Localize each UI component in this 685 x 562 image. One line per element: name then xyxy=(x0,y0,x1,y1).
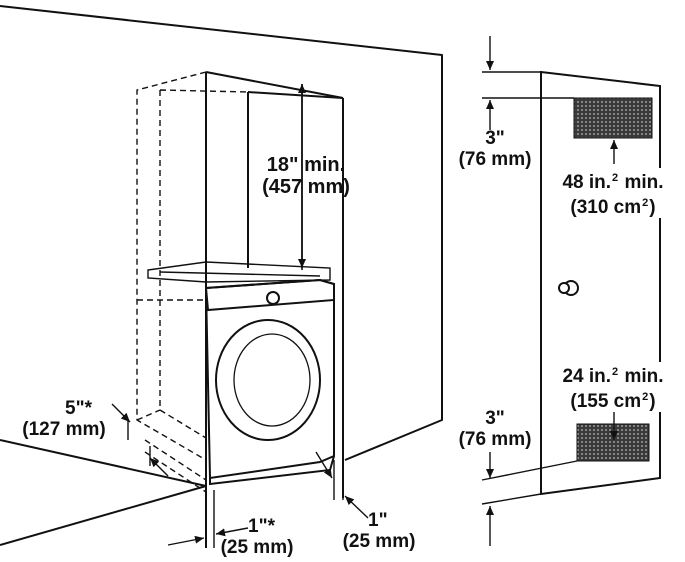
door-top-gap-label: 3" (76 mm) xyxy=(451,128,539,170)
bottom-left-line2: (25 mm) xyxy=(220,537,294,558)
top-vent xyxy=(573,97,653,139)
top-clearance-label: 18" min. (457 mm) xyxy=(244,154,368,198)
top-vent-label: 48 in.2 min. (310 cm2) xyxy=(548,168,678,218)
dashed-outline xyxy=(136,71,249,461)
door-bottom-gap-line1: 3" xyxy=(485,408,505,429)
bottom-right-line1: 1" xyxy=(368,510,388,531)
bottom-right-arrow-a xyxy=(315,451,333,479)
top-vent-line1: 48 in.2 min. xyxy=(562,172,664,193)
washer-knob xyxy=(266,291,280,305)
bottom-vent-line2: (155 cm2) xyxy=(570,391,656,412)
door-knob xyxy=(558,280,579,296)
door-top-gap-line1: 3" xyxy=(485,128,505,149)
bottom-left-label: 1"* (25 mm) xyxy=(212,516,302,558)
door-top-gap-line2: (76 mm) xyxy=(458,149,532,170)
top-clearance-line2: (457 mm) xyxy=(262,176,350,198)
bottom-right-line2: (25 mm) xyxy=(342,531,416,552)
bottom-right-label: 1" (25 mm) xyxy=(334,510,424,552)
door-bottom-gap-line2: (76 mm) xyxy=(458,429,532,450)
bottom-vent-label: 24 in.2 min. (155 cm2) xyxy=(548,362,678,412)
closet-top xyxy=(205,71,344,99)
floor-line xyxy=(0,439,207,546)
bottom-left-line1: 1"* xyxy=(248,516,275,537)
side-gap-line1: 5"* xyxy=(65,398,92,419)
bottom-vent xyxy=(576,423,650,462)
side-gap-label: 5"* (127 mm) xyxy=(14,398,114,440)
shelf xyxy=(147,261,331,283)
back-wall xyxy=(0,5,443,461)
bottom-left-arrow-a xyxy=(167,535,205,546)
door-bottom-gap-label: 3" (76 mm) xyxy=(451,408,539,450)
bottom-vent-line1: 24 in.2 min. xyxy=(562,366,664,387)
top-vent-line2: (310 cm2) xyxy=(570,197,656,218)
bottom-left-arrow-b xyxy=(215,527,249,537)
side-gap-arrow-2 xyxy=(149,457,169,477)
top-clearance-line1: 18" min. xyxy=(266,154,346,176)
bottom-right-arrow-b xyxy=(344,495,369,519)
washer-control-panel xyxy=(204,278,335,312)
side-gap-line2: (127 mm) xyxy=(22,419,106,440)
washer-door-inner xyxy=(233,333,311,427)
closet-interior-corner xyxy=(247,91,344,268)
side-gap-arrow-1 xyxy=(111,403,131,423)
